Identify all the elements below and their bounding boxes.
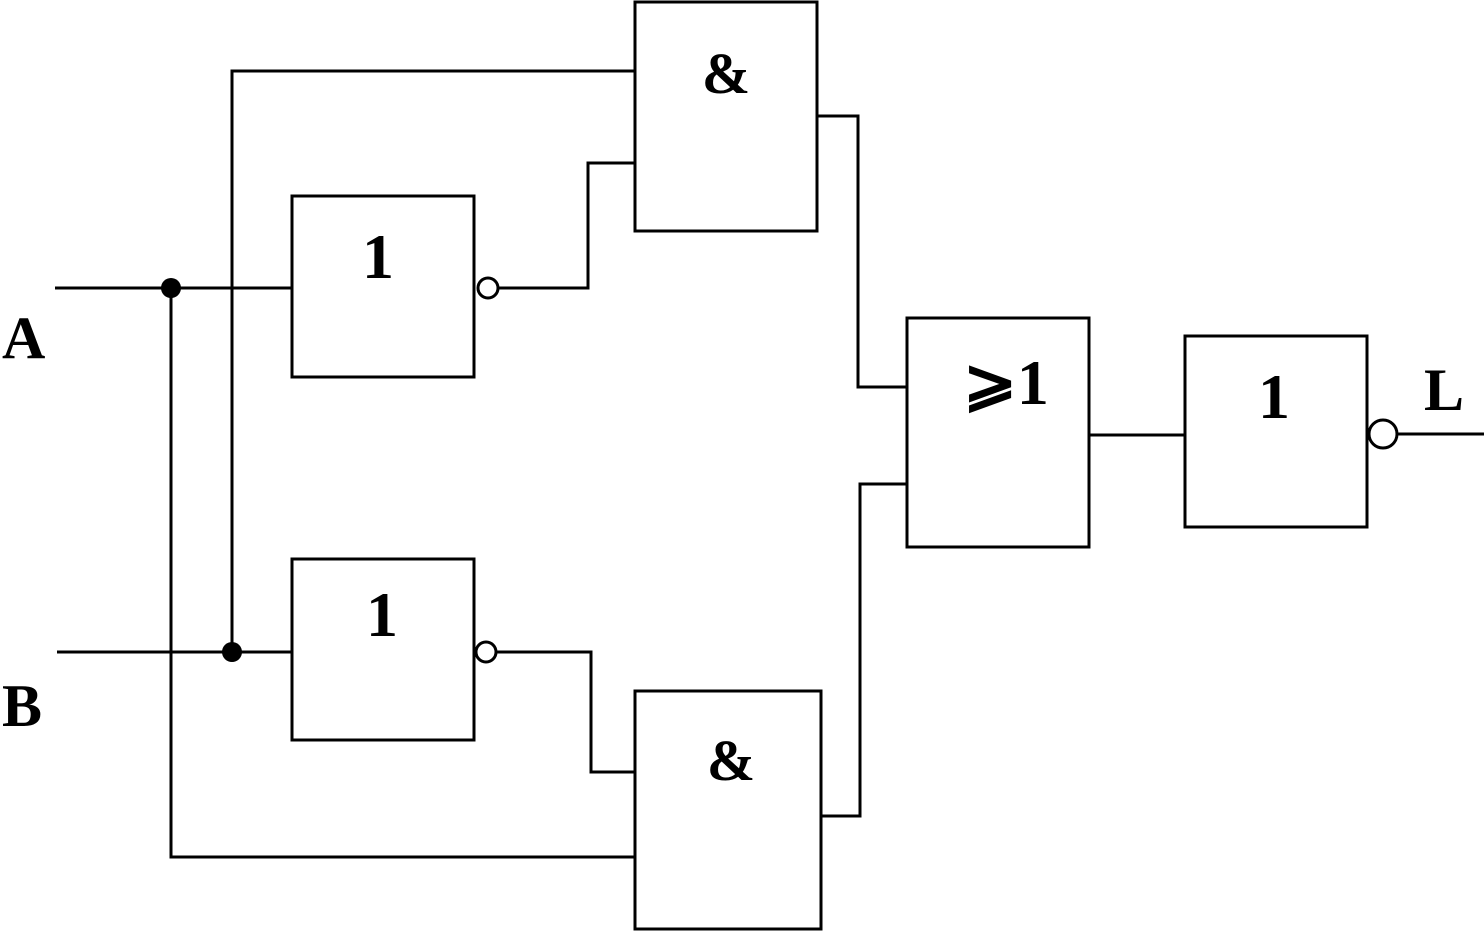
gate-not-out: 1 — [1183, 334, 1399, 529]
gate-not-a-symbol: 1 — [362, 221, 394, 292]
wire-not-b-to-and-bottom — [496, 650, 635, 774]
wire-a-to-and-bottom — [169, 288, 635, 859]
gate-and-top: & — [633, 0, 819, 233]
gate-and-bottom-symbol: & — [707, 728, 755, 793]
wire-b-to-and-top — [230, 69, 635, 652]
junction-dot-b — [222, 642, 242, 662]
gate-not-out-inversion-bubble — [1367, 418, 1399, 450]
gate-or-box — [905, 316, 1091, 549]
gate-not-out-box — [1183, 334, 1369, 529]
gate-or-symbol: ⩾1 — [963, 347, 1049, 418]
gate-not-a-inversion-bubble — [476, 276, 500, 300]
gate-not-b-symbol: 1 — [366, 579, 398, 650]
gate-and-top-symbol: & — [702, 41, 750, 106]
gate-or: ⩾1 — [905, 316, 1091, 549]
gate-not-b-box — [290, 557, 476, 742]
input-label-a: A — [2, 305, 45, 371]
gate-and-bottom: & — [633, 689, 823, 931]
gate-not-out-symbol: 1 — [1258, 361, 1290, 432]
gate-and-bottom-box — [633, 689, 823, 931]
wire-and-top-to-or — [817, 114, 907, 389]
gate-not-a: 1 — [290, 194, 500, 379]
input-label-b: B — [2, 673, 42, 739]
wire-not-a-to-and-top — [498, 161, 635, 290]
output-label-l: L — [1424, 357, 1464, 423]
wire-and-bottom-to-or — [821, 482, 907, 818]
junction-dot-a — [161, 278, 181, 298]
wires — [55, 69, 1484, 859]
gate-not-a-box — [290, 194, 476, 379]
gate-not-b: 1 — [290, 557, 498, 742]
gate-and-top-box — [633, 0, 819, 233]
gate-not-b-inversion-bubble — [474, 640, 498, 664]
